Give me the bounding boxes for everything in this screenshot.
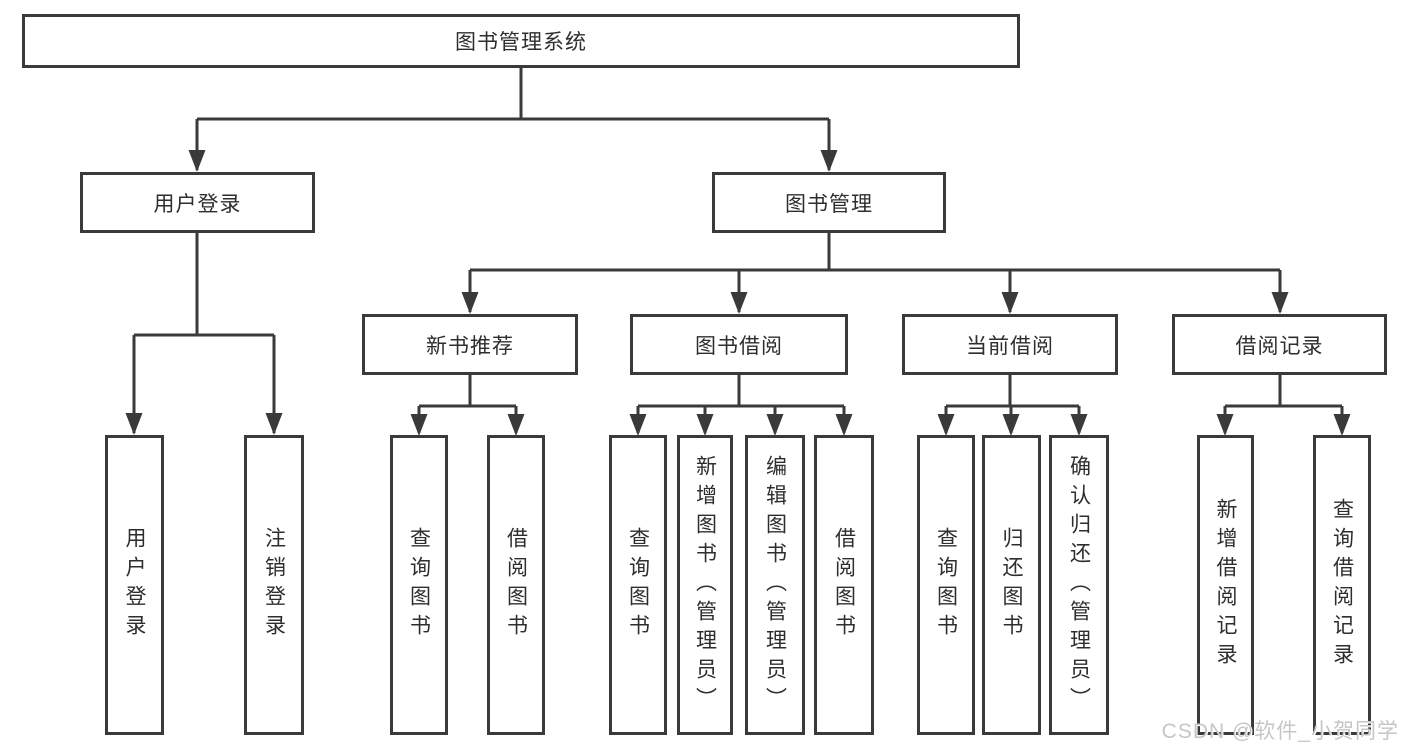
leaf-recommend-borrow-book-label: 借阅图书: [504, 527, 528, 643]
leaf-borrow-book: 借阅图书: [814, 435, 874, 735]
leaf-confirm-return-admin-label: 确认归还（管理员）: [1067, 454, 1091, 716]
node-book-management-label: 图书管理: [785, 192, 873, 216]
node-book-borrow: 图书借阅: [630, 314, 848, 375]
leaf-add-book-admin: 新增图书（管理员）: [677, 435, 733, 735]
connector-book-mgmt: [468, 233, 1282, 312]
connector-user-login: [132, 233, 276, 433]
connector-root-to-level2: [195, 68, 831, 170]
node-borrow-record-label: 借阅记录: [1235, 334, 1324, 358]
arrowheads-user-login: [125, 413, 283, 435]
leaf-add-borrow-record: 新增借阅记录: [1197, 435, 1254, 735]
leaf-user-login-label: 用户登录: [123, 527, 146, 643]
arrowheads-leaves: [410, 414, 1351, 436]
node-current-borrow-label: 当前借阅: [966, 334, 1054, 358]
leaf-recommend-query-book: 查询图书: [390, 435, 448, 735]
leaf-edit-book-admin: 编辑图书（管理员）: [745, 435, 805, 735]
leaf-borrow-query-book-label: 查询图书: [626, 527, 650, 643]
leaf-confirm-return-admin: 确认归还（管理员）: [1049, 435, 1109, 735]
node-current-borrow: 当前借阅: [902, 314, 1118, 375]
leaf-current-query-book-label: 查询图书: [934, 527, 958, 643]
leaf-recommend-query-book-label: 查询图书: [407, 527, 431, 643]
connector-book-borrow: [636, 375, 846, 433]
leaf-logout-label: 注销登录: [262, 527, 286, 643]
node-new-book-recommend: 新书推荐: [362, 314, 578, 375]
node-borrow-record: 借阅记录: [1172, 314, 1387, 375]
leaf-query-borrow-record: 查询借阅记录: [1313, 435, 1371, 735]
leaf-add-book-admin-label: 新增图书（管理员）: [693, 454, 717, 716]
csdn-watermark: CSDN @软件_小贺同学: [1161, 720, 1399, 743]
node-user-login-label: 用户登录: [153, 192, 242, 216]
arrowheads-level2: [188, 150, 838, 172]
node-root-label: 图书管理系统: [455, 31, 587, 54]
node-user-login: 用户登录: [80, 172, 315, 233]
node-new-book-recommend-label: 新书推荐: [426, 334, 514, 358]
leaf-recommend-borrow-book: 借阅图书: [487, 435, 545, 735]
leaf-return-book-label: 归还图书: [1000, 527, 1023, 643]
node-root: 图书管理系统: [22, 14, 1020, 68]
arrowheads-level3: [461, 292, 1289, 314]
leaf-user-login: 用户登录: [105, 435, 164, 735]
leaf-borrow-query-book: 查询图书: [609, 435, 667, 735]
leaf-return-book: 归还图书: [982, 435, 1041, 735]
node-book-borrow-label: 图书借阅: [695, 334, 783, 358]
connector-borrow-rec: [1223, 375, 1344, 433]
leaf-current-query-book: 查询图书: [917, 435, 975, 735]
leaf-query-borrow-record-label: 查询借阅记录: [1330, 498, 1354, 672]
leaf-add-borrow-record-label: 新增借阅记录: [1214, 498, 1237, 672]
node-book-management: 图书管理: [712, 172, 946, 233]
connector-new-rec: [417, 375, 518, 433]
leaf-edit-book-admin-label: 编辑图书（管理员）: [763, 454, 787, 716]
leaf-logout: 注销登录: [244, 435, 304, 735]
leaf-borrow-book-label: 借阅图书: [832, 527, 856, 643]
